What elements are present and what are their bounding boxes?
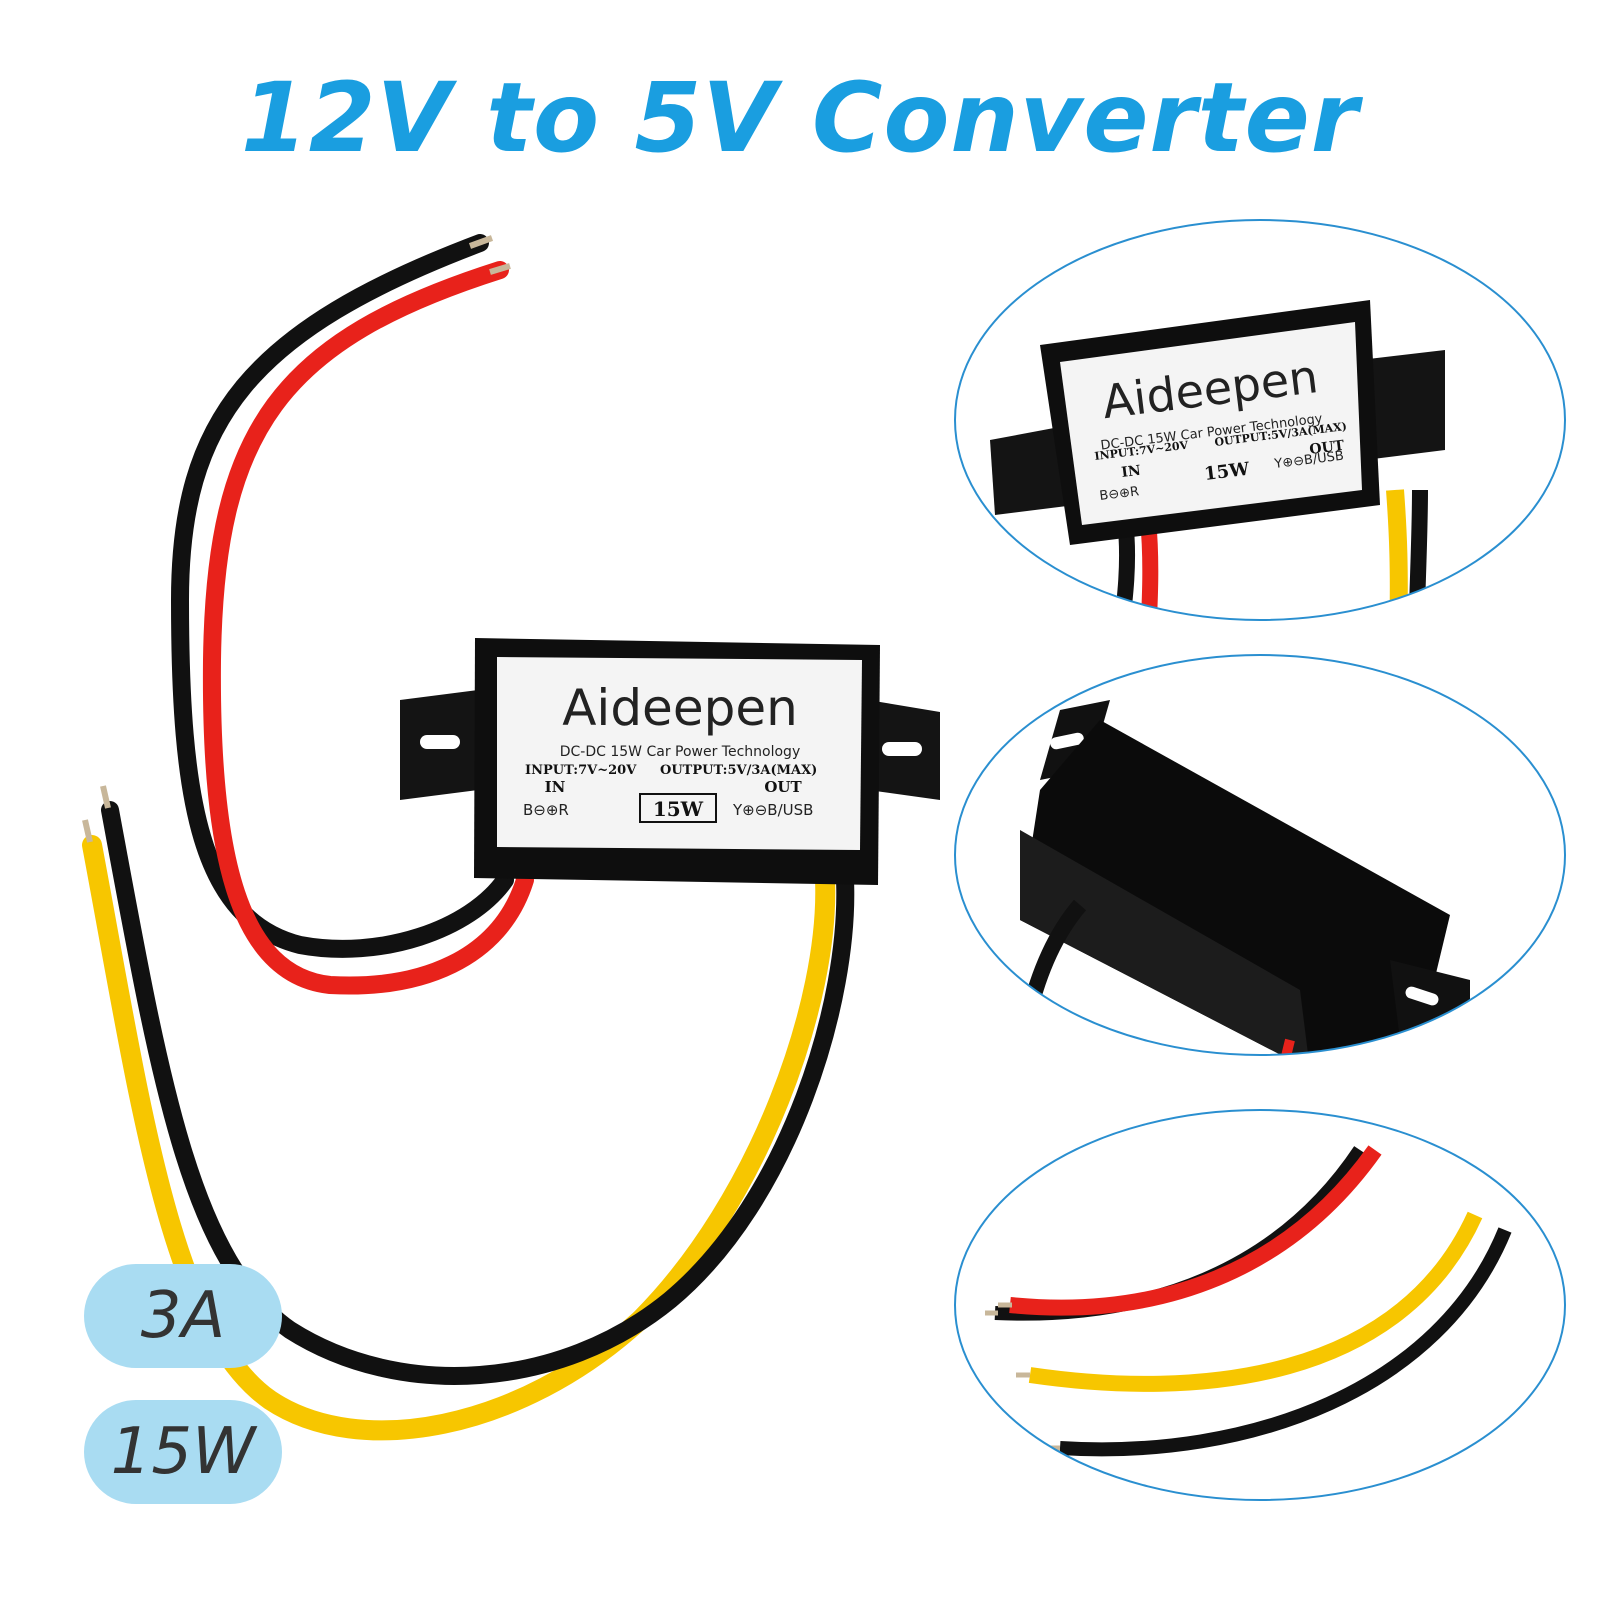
in-pins: B⊖⊕R bbox=[523, 801, 569, 819]
svg-text:OUT: OUT bbox=[1309, 438, 1346, 458]
in-label: IN bbox=[545, 778, 566, 796]
product-label bbox=[497, 657, 862, 850]
page-title: 12V to 5V Converter bbox=[240, 62, 1360, 174]
detail-ellipse-3 bbox=[954, 1109, 1566, 1501]
input-wires bbox=[170, 234, 534, 995]
detail-view-wires bbox=[954, 1109, 1566, 1501]
detail-ellipse-1 bbox=[954, 219, 1566, 621]
black-output-wire bbox=[101, 801, 855, 1385]
black-input-wire bbox=[170, 234, 514, 958]
out-pins: Y⊕⊖B/USB bbox=[732, 801, 813, 819]
svg-text:IN: IN bbox=[1121, 463, 1142, 481]
converter-module: Aideepen DC-DC 15W Car Power Technology … bbox=[400, 638, 940, 885]
output-spec: OUTPUT:5V/3A(MAX) bbox=[660, 763, 817, 778]
current-badge: 3A bbox=[84, 1264, 282, 1368]
svg-text:B⊖⊕R: B⊖⊕R bbox=[1099, 484, 1140, 504]
label-subtitle: DC-DC 15W Car Power Technology bbox=[560, 744, 800, 760]
red-input-wire bbox=[202, 261, 534, 995]
brand-name: Aideepen bbox=[562, 679, 798, 737]
detail-ellipse-2 bbox=[954, 654, 1566, 1056]
input-spec: INPUT:7V~20V bbox=[525, 763, 637, 778]
power-rating: 15W bbox=[653, 797, 704, 821]
power-badge: 15W bbox=[84, 1400, 282, 1504]
yellow-output-wire bbox=[82, 835, 836, 1441]
detail-view-underside bbox=[954, 654, 1566, 1056]
detail-view-label: Aideepen DC-DC 15W Car Power Technology … bbox=[954, 219, 1566, 621]
out-label: OUT bbox=[764, 778, 802, 796]
output-wires bbox=[82, 785, 855, 1441]
